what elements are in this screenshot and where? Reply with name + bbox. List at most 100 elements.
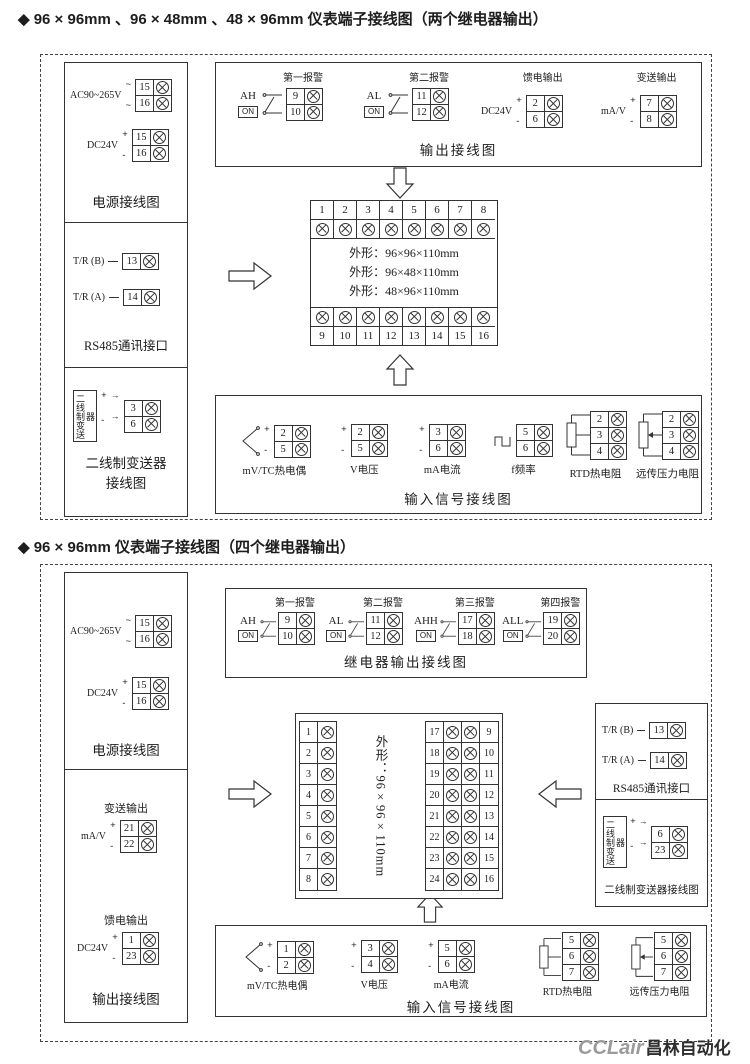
terminal-number: 10 bbox=[480, 743, 498, 764]
screw-icon bbox=[140, 838, 154, 851]
terminal-number: 12 bbox=[480, 785, 498, 806]
terminal: 17 bbox=[457, 612, 495, 629]
terminal-number: 11 bbox=[416, 90, 427, 102]
relay-switch: ON bbox=[502, 630, 523, 642]
terminal-number: 16 bbox=[478, 330, 489, 342]
terminal: 3 bbox=[662, 426, 699, 444]
screw-icon bbox=[315, 222, 329, 236]
terminal-number: 5 bbox=[660, 935, 667, 946]
terminal-number: 1 bbox=[300, 722, 318, 743]
terminal: 7 bbox=[639, 95, 677, 112]
s2-ac-power-group: AC90~265V ~~ 15 16 bbox=[70, 615, 173, 648]
two-wire-transmitter-symbol: 二线制变送器 bbox=[73, 390, 97, 442]
input-type-label: mV/TC热电偶 bbox=[247, 981, 308, 992]
terminal: 6 bbox=[516, 440, 553, 457]
terminal-number: 6 bbox=[568, 951, 575, 962]
relay-switch: ON bbox=[364, 106, 384, 118]
s1-input-remote-pressure-group: 2 3 4 远传压力电阻 bbox=[636, 409, 699, 481]
screw-icon bbox=[446, 851, 459, 865]
case-dimension: 外形：96×96×110mm bbox=[349, 246, 459, 260]
screw-icon bbox=[144, 401, 158, 415]
terminal-number: 14 bbox=[426, 327, 449, 345]
resistor-icon bbox=[536, 933, 562, 981]
s2-rs485-box: T/R (B) 13 T/R (A) 14 RS485通讯接口 bbox=[595, 703, 708, 802]
screw-icon bbox=[320, 873, 334, 886]
terminal-number: 11 bbox=[370, 615, 381, 626]
terminal-number: 16 bbox=[484, 874, 494, 885]
terminal-number: 7 bbox=[449, 201, 472, 220]
terminal: 15 bbox=[131, 677, 169, 694]
screw-icon bbox=[142, 950, 156, 963]
terminal-number: 17 bbox=[462, 615, 473, 626]
screw-icon bbox=[152, 695, 166, 708]
relay-contact-icon bbox=[388, 87, 408, 121]
screw-icon bbox=[143, 291, 157, 304]
output-tag: 变送输出 bbox=[104, 803, 148, 815]
alarm-name: AL bbox=[328, 615, 344, 627]
screw-icon bbox=[464, 873, 477, 886]
terminal-number: 14 bbox=[480, 827, 498, 848]
s2-relay-caption: 继电器输出接线图 bbox=[344, 655, 468, 670]
s1-input-current-group: +- 3 6 mA电流 bbox=[419, 424, 466, 477]
screw-icon bbox=[670, 724, 684, 737]
s2-input-rtd-group: 5 6 7 RTD热电阻 bbox=[536, 932, 599, 998]
s1-power-wiring-box: AC90~265V ~~ 15 16 DC24V +- 15 16 电源接线图 bbox=[64, 62, 188, 225]
terminal: 23 bbox=[121, 948, 159, 965]
terminal-number: 15 bbox=[135, 680, 147, 691]
terminal-number: 7 bbox=[646, 98, 652, 109]
terminal-number: 12 bbox=[370, 631, 381, 642]
minus-sign: - bbox=[516, 115, 520, 127]
terminal-number: 14 bbox=[127, 292, 138, 303]
terminal-number: 2 bbox=[668, 413, 675, 425]
terminal-number: 2 bbox=[357, 427, 363, 438]
terminal-number: 9 bbox=[284, 615, 291, 626]
plus-sign: + bbox=[264, 424, 270, 435]
s1-input-rtd-group: 2 3 4 RTD热电阻 bbox=[564, 409, 627, 481]
terminal-number: 4 bbox=[367, 959, 373, 970]
relay-switch: ON bbox=[238, 106, 258, 118]
screw-icon bbox=[299, 614, 312, 627]
terminal-number: 4 bbox=[380, 201, 403, 220]
terminal-number: 8 bbox=[646, 114, 652, 125]
screw-icon bbox=[477, 310, 490, 324]
arrow-left-icon bbox=[538, 779, 582, 809]
s1-ac-power-group: AC90~265V ~~ 15 16 bbox=[70, 79, 173, 112]
terminal-number: 3 bbox=[357, 201, 380, 220]
alarm-name: ALL bbox=[502, 615, 524, 627]
rs485-b-label: T/R (B) bbox=[73, 256, 105, 267]
section1-title: ◆ 96 × 96mm 、96 × 48mm 、48 × 96mm 仪表端子接线… bbox=[18, 11, 548, 28]
terminal: 6 bbox=[525, 111, 563, 128]
terminal: 20 bbox=[543, 628, 581, 645]
screw-icon bbox=[675, 966, 688, 979]
screw-icon bbox=[537, 426, 550, 439]
terminal-number: 23 bbox=[426, 848, 444, 869]
input-type-label: 远传压力电阻 bbox=[636, 469, 699, 480]
plus-sign: + bbox=[630, 95, 636, 106]
plus-sign: + bbox=[122, 129, 128, 140]
screw-icon bbox=[546, 113, 560, 126]
alarm-name: AHH bbox=[414, 615, 438, 627]
terminal: 18 bbox=[457, 628, 495, 645]
screw-icon bbox=[297, 958, 311, 972]
screw-icon bbox=[458, 942, 472, 955]
terminal-number: 15 bbox=[480, 848, 498, 869]
terminal-number: 7 bbox=[568, 967, 575, 978]
terminal: 4 bbox=[590, 442, 627, 460]
terminal-number: 3 bbox=[367, 943, 373, 954]
screw-icon bbox=[675, 950, 688, 963]
s1-rs485-line-a: T/R (A) 14 bbox=[73, 289, 160, 306]
s1-dc-power-group: DC24V +- 15 16 bbox=[87, 129, 169, 162]
output-tag: 变送输出 bbox=[636, 73, 677, 84]
screw-icon bbox=[675, 934, 688, 947]
section2-title: ◆ 96 × 96mm 仪表端子接线图（四个继电器输出） bbox=[18, 539, 356, 556]
alarm-tag: 第一报警 bbox=[283, 73, 323, 84]
screw-icon bbox=[140, 822, 154, 835]
terminal-number: 13 bbox=[480, 806, 498, 827]
terminal-number: 24 bbox=[426, 869, 444, 890]
terminal-number: 10 bbox=[282, 631, 293, 642]
ac-power-label: AC90~265V bbox=[70, 626, 122, 637]
terminal-number: 8 bbox=[300, 869, 318, 890]
